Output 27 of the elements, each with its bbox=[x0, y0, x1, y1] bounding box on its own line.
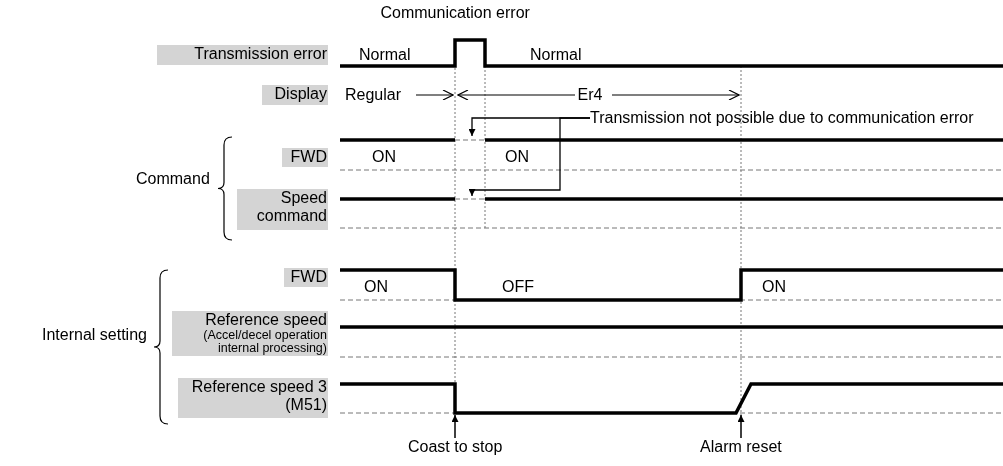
group-label: Internal setting bbox=[42, 326, 147, 344]
state-text: ON bbox=[505, 148, 529, 166]
heading-text: Communication error bbox=[380, 4, 530, 22]
leader-arrow bbox=[737, 414, 745, 439]
state-text: Normal bbox=[359, 46, 411, 64]
state-text: Normal bbox=[530, 46, 582, 64]
signal-label: Display bbox=[262, 85, 328, 105]
signal-label: Transmission error bbox=[157, 45, 328, 65]
annotation-text: Alarm reset bbox=[700, 438, 782, 456]
signal-label: FWD bbox=[282, 148, 328, 167]
signal-label: Reference speed 3 (M51) bbox=[178, 378, 328, 418]
leader-arrow bbox=[451, 414, 459, 439]
signal-label: FWD bbox=[284, 268, 328, 287]
signal-name: Reference speed bbox=[204, 311, 327, 329]
signal-label: Speed command bbox=[237, 189, 328, 230]
state-text: ON bbox=[372, 148, 396, 166]
annotation-text: Coast to stop bbox=[408, 438, 503, 456]
state-text: ON bbox=[762, 278, 786, 296]
annotation-text: Transmission not possible due to communication error bbox=[590, 109, 974, 127]
state-text: Er4 bbox=[577, 86, 603, 104]
signal-label bbox=[172, 311, 328, 356]
leader-arrow bbox=[468, 117, 591, 197]
signal-note: (Accel/decel operation internal processing) bbox=[202, 329, 327, 355]
state-text: OFF bbox=[502, 278, 534, 296]
state-text: Regular bbox=[345, 86, 402, 104]
group-label: Command bbox=[136, 170, 210, 188]
state-text: ON bbox=[364, 278, 388, 296]
